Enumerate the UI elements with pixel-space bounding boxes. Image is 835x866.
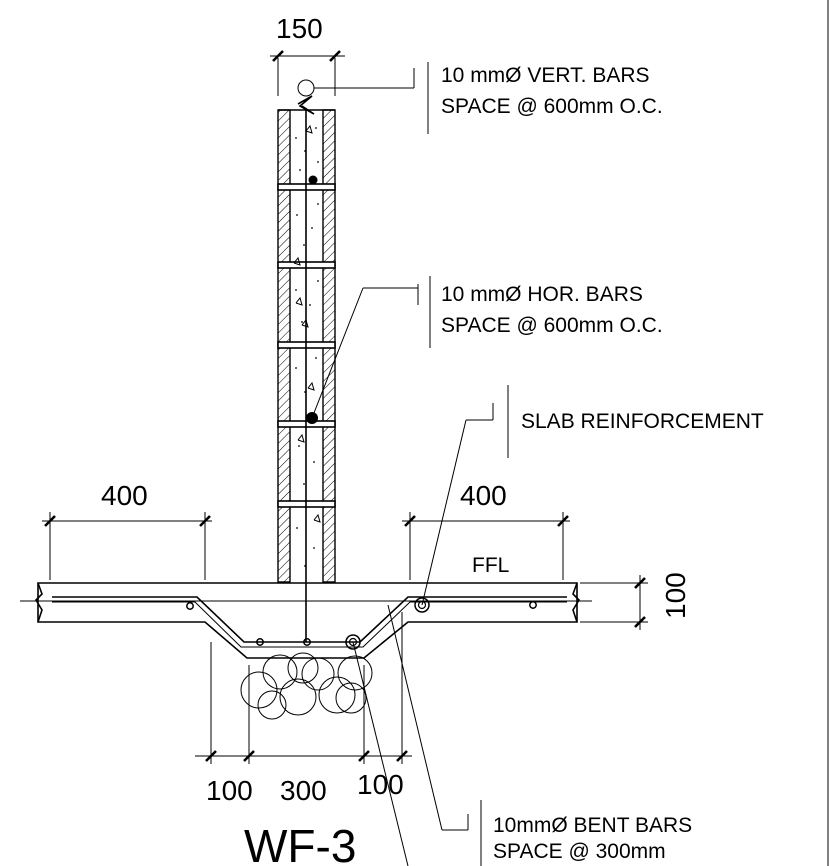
vert-bars-line1: 10 mmØ VERT. BARS bbox=[441, 64, 650, 87]
dim-150-label: 150 bbox=[276, 13, 323, 44]
chb-wall bbox=[277, 95, 336, 642]
dim-wall-width: 150 bbox=[270, 13, 345, 96]
leader-bent-bars: 10mmØ BENT BARS SPACE @ 300mm bbox=[352, 604, 692, 866]
hor-bars-line1: 10 mmØ HOR. BARS bbox=[441, 283, 643, 306]
dim-bottom-middle-label: 300 bbox=[280, 775, 327, 806]
dim-bottom-left-label: 100 bbox=[206, 775, 253, 806]
dim-400-left-label: 400 bbox=[101, 480, 148, 511]
bent-bars-line1: 10mmØ BENT BARS bbox=[493, 814, 692, 837]
dim-100-label: 100 bbox=[660, 572, 691, 619]
slab-reinforcement-label: SLAB REINFORCEMENT bbox=[521, 410, 764, 433]
gravel-bed bbox=[240, 652, 373, 720]
leader-slab-reinforcement: SLAB REINFORCEMENT bbox=[421, 385, 764, 606]
bent-bars-line2: SPACE @ 300mm bbox=[493, 840, 666, 863]
vert-bars-line2: SPACE @ 600mm O.C. bbox=[441, 95, 663, 118]
hor-bars-line2: SPACE @ 600mm O.C. bbox=[441, 314, 663, 337]
leader-vert-bars: 10 mmØ VERT. BARS SPACE @ 600mm O.C. bbox=[297, 62, 663, 134]
dim-right-offset: 400 bbox=[402, 480, 570, 580]
dim-400-right-label: 400 bbox=[460, 480, 507, 511]
dim-slab-thickness: 100 bbox=[580, 572, 691, 630]
drawing-title: WF-3 bbox=[244, 820, 356, 866]
dim-bottom: 100 300 100 bbox=[195, 612, 412, 806]
leader-hor-bars: 10 mmØ HOR. BARS SPACE @ 600mm O.C. bbox=[311, 276, 663, 419]
dim-left-offset: 400 bbox=[42, 480, 212, 580]
dim-bottom-right-label: 100 bbox=[357, 769, 404, 800]
ffl-label: FFL bbox=[472, 554, 509, 577]
